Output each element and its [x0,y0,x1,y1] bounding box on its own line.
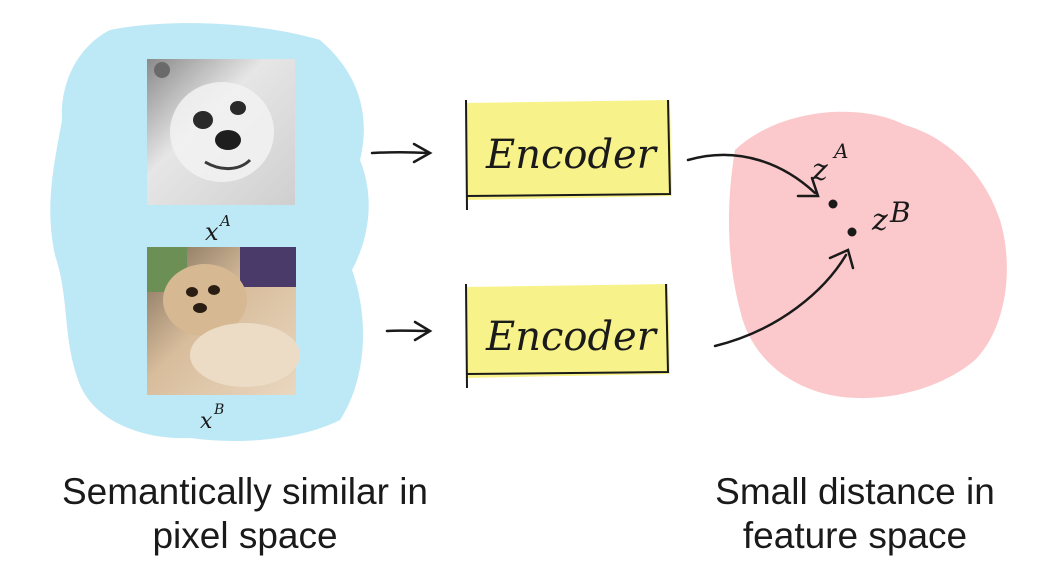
label-z-a: z A [811,139,848,188]
svg-text:B: B [889,196,911,229]
feature-space-blob [728,111,1007,399]
svg-text:z: z [811,153,828,188]
svg-text:Encoder: Encoder [485,132,659,178]
caption-pixel-space: Semantically similar in pixel space [10,470,480,558]
caption-pixel-space-line-1: Semantically similar in [62,471,428,512]
svg-text:A: A [832,139,848,163]
arrow-to-z-b [713,248,855,348]
svg-text:Encoder: Encoder [485,314,659,360]
point-z-b [847,227,857,237]
arrow-to-encoder-b [385,320,433,342]
image-x-b [147,247,300,395]
encoder-box-a: Encoder [465,99,672,211]
svg-text:B: B [213,402,224,418]
svg-text:x: x [200,409,213,434]
encoder-box-b: Encoder [465,283,670,389]
svg-text:x: x [205,218,219,246]
caption-feature-space-line-2: feature space [742,515,968,556]
label-x-b: x B [200,402,224,434]
label-x-a: x A [205,212,231,246]
arrow-to-z-a [686,153,820,198]
svg-text:z: z [871,203,888,238]
label-z-b: z B [871,196,911,238]
point-z-a [828,199,838,209]
caption-pixel-space-line-2: pixel space [152,515,338,556]
image-x-a [147,59,295,205]
svg-text:A: A [218,212,231,230]
caption-feature-space: Small distance in feature space [660,470,1050,558]
arrow-to-encoder-a [370,142,433,164]
caption-feature-space-line-1: Small distance in [715,471,995,512]
